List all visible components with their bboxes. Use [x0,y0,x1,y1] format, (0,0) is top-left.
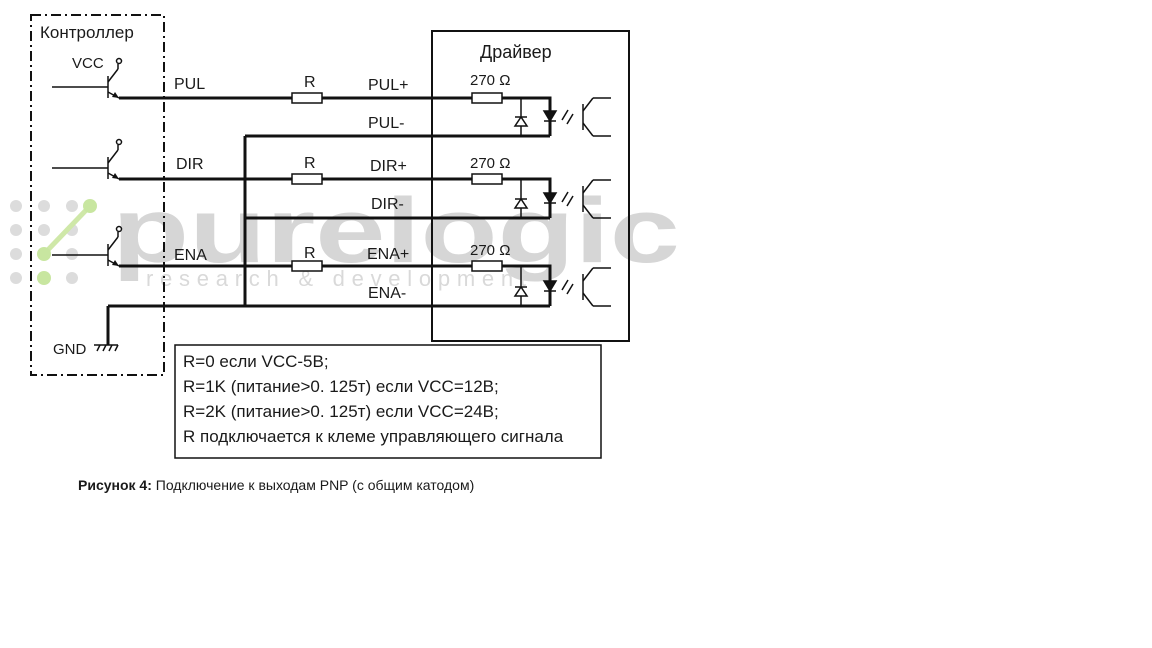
note-line-1: R=0 если VCC-5В; [183,352,329,371]
dir-plus-label: DIR+ [370,158,407,175]
watermark-logo-dots [10,199,97,285]
note-line-2: R=1K (питание>0. 125т) если VCC=12В; [183,377,499,396]
dir-label: DIR [176,156,204,173]
optocoupler-pul [502,96,611,137]
transistor-ena [52,225,123,267]
gnd-label: GND [53,341,87,358]
ena-resistor-label: R [304,245,316,262]
watermark-tagline: research & development [146,266,528,291]
ena-minus-label: ENA- [368,285,406,302]
ground-symbol [94,344,119,352]
note-line-3: R=2K (питание>0. 125т) если VCC=24В; [183,402,499,421]
optocoupler-ena [502,264,611,307]
controller-title: Контроллер [40,23,134,42]
caption-text: Подключение к выходам PNP (с общим катод… [151,477,475,493]
external-resistors [291,92,323,272]
ena-plus-label: ENA+ [367,246,409,263]
dir-inner-resistor-label: 270 Ω [470,155,510,172]
pul-label: PUL [174,76,205,93]
note-line-4: R подключается к клеме управляющего сигн… [183,427,564,446]
controller-box [30,14,165,376]
pul-resistor-label: R [304,74,316,91]
caption-prefix: Рисунок 4: [78,477,152,493]
notes-box [174,344,602,459]
dir-resistor-label: R [304,155,316,172]
signal-wires [106,96,550,345]
optocoupler-dir [502,177,611,219]
dir-minus-label: DIR- [371,196,404,213]
vcc-label: VCC [72,55,104,72]
pul-minus-label: PUL- [368,115,404,132]
pul-plus-label: PUL+ [368,77,408,94]
driver-title: Драйвер [480,42,552,62]
ena-inner-resistor-label: 270 Ω [470,242,510,259]
figure-caption: Рисунок 4: Подключение к выходам PNP (с … [78,477,474,493]
watermark: purelogic research & development [10,180,680,291]
driver-box [431,30,630,342]
pul-inner-resistor-label: 270 Ω [470,72,510,89]
ena-label: ENA [174,247,207,264]
transistor-dir [52,138,123,180]
transistor-pul [52,57,123,99]
